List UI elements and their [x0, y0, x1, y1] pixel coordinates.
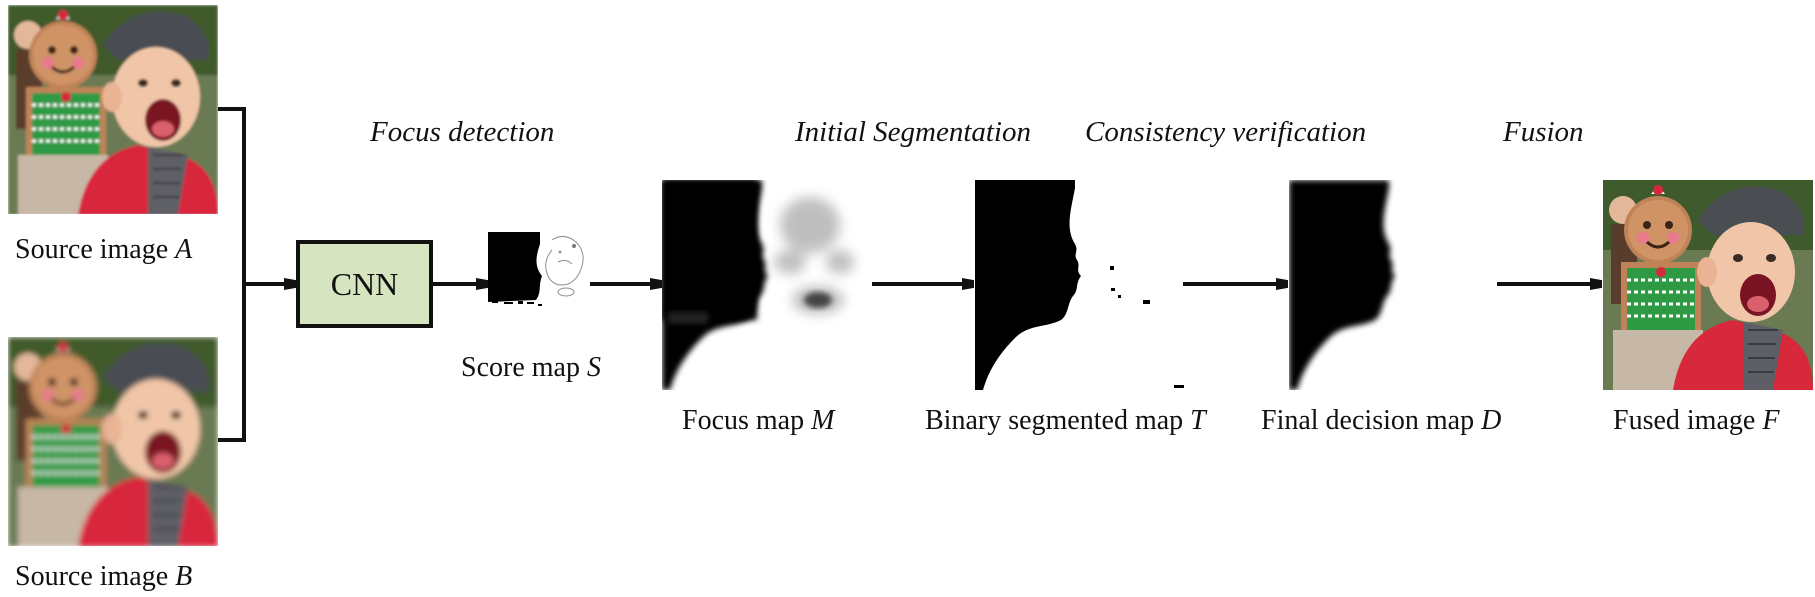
- source-image-b: [8, 337, 218, 546]
- stage-focus-detection: Focus detection: [370, 116, 555, 148]
- caption-source-image-b: Source image B: [15, 561, 193, 592]
- caption-binary-map: Binary segmented map T: [925, 405, 1206, 436]
- cnn-label: CNN: [330, 265, 399, 302]
- caption-focus-map: Focus map M: [682, 405, 835, 436]
- caption-fused-image: Fused image F: [1613, 405, 1780, 436]
- stage-fusion: Fusion: [1503, 116, 1584, 148]
- source-bracket: [218, 107, 246, 442]
- stage-initial-segmentation: Initial Segmentation: [795, 116, 1031, 148]
- caption-score-map: Score map S: [461, 352, 601, 383]
- cnn-block: CNN: [296, 240, 433, 328]
- stage-consistency-verification: Consistency verification: [1085, 116, 1367, 148]
- focus-map-image: [662, 180, 872, 390]
- decision-map-image: [1289, 180, 1395, 390]
- caption-source-image-a: Source image A: [15, 234, 193, 265]
- binary-map-image: [975, 180, 1184, 390]
- fused-image: [1603, 180, 1813, 390]
- score-map-image: [488, 232, 590, 336]
- caption-decision-map: Final decision map D: [1261, 405, 1502, 436]
- source-image-a: [8, 5, 218, 214]
